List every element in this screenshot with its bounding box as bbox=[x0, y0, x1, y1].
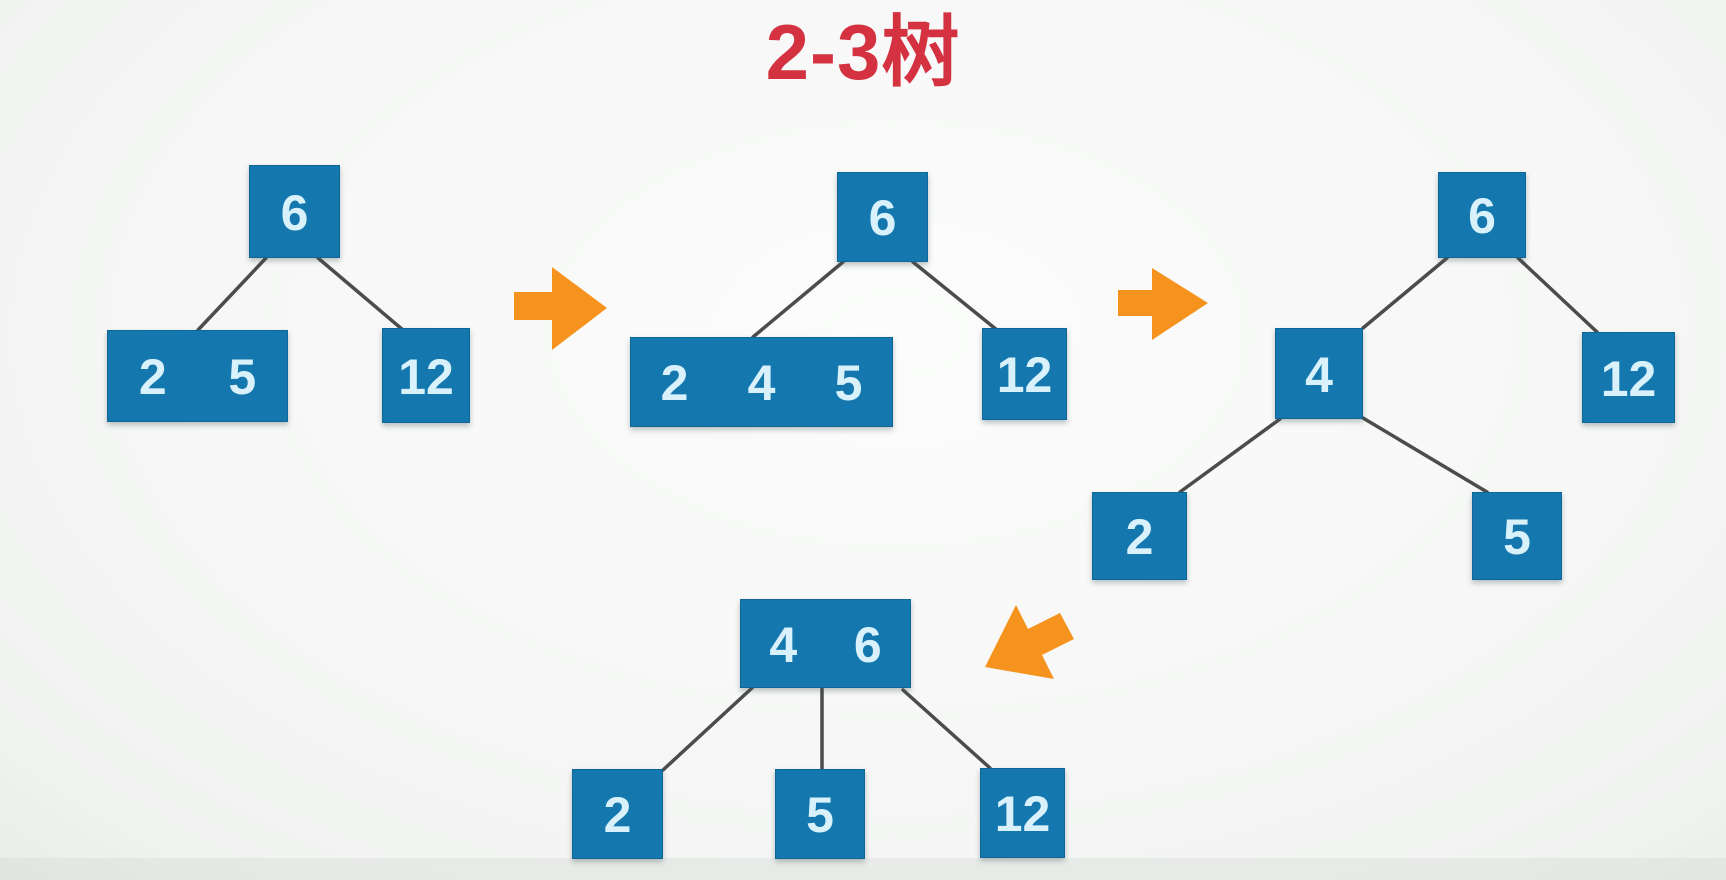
tree3-node-4: 4 bbox=[1275, 328, 1363, 419]
tree4-node-12: 12 bbox=[980, 768, 1065, 858]
tree2-edge-right bbox=[911, 260, 999, 332]
tree3-edge-root-right bbox=[1516, 256, 1599, 334]
tree2-node-2-4-5: 2 4 5 bbox=[630, 337, 893, 427]
node-key: 12 bbox=[996, 347, 1053, 403]
tree3-node-6: 6 bbox=[1438, 172, 1526, 258]
tree1-edge-left bbox=[196, 256, 268, 332]
diagram-title: 2-3树 bbox=[765, 8, 961, 96]
node-key: 6 bbox=[1468, 188, 1496, 244]
node-key: 2 bbox=[660, 355, 689, 411]
node-key: 12 bbox=[398, 348, 454, 405]
node-key: 5 bbox=[228, 349, 257, 405]
tree4-edge-left bbox=[661, 686, 754, 772]
tree3-node-2: 2 bbox=[1092, 492, 1187, 580]
arrow-right-icon-step1 bbox=[514, 267, 607, 350]
tree1-node-6: 6 bbox=[249, 165, 340, 258]
tree1-node-12: 12 bbox=[382, 328, 470, 423]
tree2-node-12: 12 bbox=[982, 328, 1067, 420]
tree3-edge-4-left bbox=[1178, 417, 1282, 494]
node-key: 5 bbox=[806, 787, 834, 843]
tree3-node-12: 12 bbox=[1582, 332, 1675, 423]
node-key: 5 bbox=[1503, 509, 1531, 565]
node-key: 12 bbox=[1600, 350, 1657, 407]
node-key: 2 bbox=[1125, 509, 1154, 565]
bottom-band bbox=[0, 858, 1726, 880]
node-key: 4 bbox=[769, 616, 798, 673]
node-key: 6 bbox=[868, 190, 897, 246]
node-key: 4 bbox=[1305, 346, 1333, 403]
node-key: 12 bbox=[994, 786, 1051, 842]
arrow-down-left-icon-step3 bbox=[985, 605, 1074, 679]
node-key: 2 bbox=[138, 349, 167, 405]
tree2-node-6: 6 bbox=[837, 172, 928, 262]
tree4-node-4-6: 4 6 bbox=[740, 599, 911, 688]
tree3-node-5: 5 bbox=[1472, 492, 1562, 580]
node-key: 2 bbox=[603, 787, 632, 843]
node-key: 4 bbox=[747, 355, 776, 411]
node-key: 6 bbox=[280, 184, 309, 241]
node-key: 5 bbox=[834, 355, 863, 411]
tree2-edge-left bbox=[751, 260, 845, 339]
tree4-edge-right bbox=[901, 688, 992, 770]
tree1-node-2-5: 2 5 bbox=[107, 330, 288, 422]
tree3-edge-root-left bbox=[1361, 256, 1449, 330]
tree3-edge-4-right bbox=[1361, 416, 1489, 494]
tree4-node-2: 2 bbox=[572, 769, 663, 859]
tree1-edge-right bbox=[316, 256, 405, 332]
tree4-node-5: 5 bbox=[775, 769, 865, 859]
arrow-right-icon-step2 bbox=[1118, 268, 1208, 340]
node-key: 6 bbox=[853, 616, 882, 673]
